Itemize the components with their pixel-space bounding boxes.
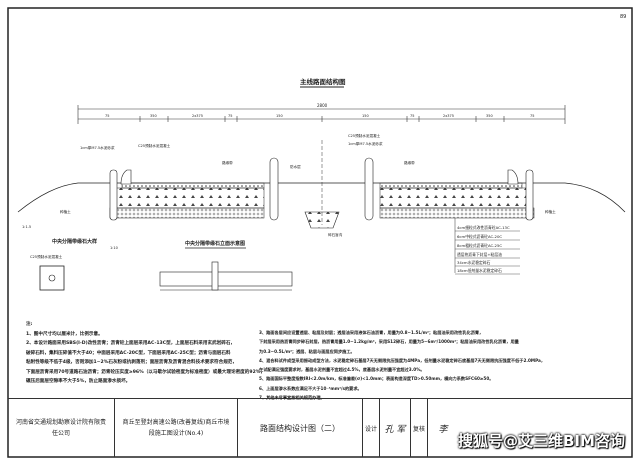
review-signature: 李 [438, 424, 448, 435]
curbs [109, 157, 534, 229]
note-item: 2、本设计路面采用SBS(I-D)改性沥青；沥青砼上面层采用AC-13C型，上面… [26, 341, 236, 346]
tb-review-sign: 李 [428, 399, 458, 457]
note-item: 1、图中尺寸均以厘米计，比例示意。 [26, 331, 103, 337]
note-item: 破碎石料，集料压碎值不大于40；中面层采用AC-20C型，下面层采用AC-25C… [26, 350, 231, 356]
tb-design-sign: 孔 军 [380, 399, 411, 457]
page-number: 89 [620, 14, 626, 20]
tb-design-label: 设计 [363, 399, 380, 457]
project-name: 商丘至登封高速公路(改善复线)商丘市境段施工图设计(No.4) [122, 419, 230, 437]
dim-seg: 2x375 [443, 114, 454, 118]
note-item: 在试配满足强度要求时，基层水泥剂量不宜超过4.5%，底基层水泥剂量不宜超过3.0… [259, 367, 425, 373]
dim-total: 2800 [317, 103, 328, 108]
curb-detail-label: C25预制水泥混凝土 [30, 254, 63, 259]
note-item: 粘附性等级不低于4级，否则添加1~2%石灰粉或抗剥落剂；面层沥青及沥青混合料技术… [26, 360, 237, 365]
dim-seg: 350 [486, 114, 493, 118]
label-left-concrete: C25预制水泥混凝土 [138, 143, 171, 148]
note-item: 6、上面层渗水系数应满足不大于10⁻⁴mm³/s的要求。 [259, 385, 362, 391]
ground-line [17, 182, 626, 213]
layer-legend: 4cm细粒式改性沥青砼AC-13C 6cm中粒式沥青砼AC-20C 8cm粗粒式… [454, 218, 520, 275]
watermark: 搜狐号@艾三维BIM咨询 [458, 432, 625, 450]
pavement-left [109, 182, 265, 219]
label-right-concrete: C25预制水泥混凝土 [348, 133, 381, 138]
note-item: 7、其他未尽事宜按相关规范办理。 [259, 395, 325, 401]
tb-project: 商丘至登封高速公路(改善复线)商丘市境段施工图设计(No.4) [115, 399, 238, 457]
note-item: 下面层沥青采用70号道路石油沥青；沥青砼压实度≥96%（以马歇尔试验密度为标准密… [26, 369, 265, 375]
review-label: 复核 [412, 425, 425, 433]
title-block [8, 398, 632, 399]
layer-label: 6cm中粒式沥青砼AC-20C [457, 234, 502, 239]
label-left-mortar: 1cm厚M7.5水泥砂浆 [80, 145, 115, 150]
drawing-frame [7, 7, 633, 458]
layer-label: 18cm低剂量水泥稳定碎石 [457, 268, 502, 273]
dim-seg: 75 [410, 114, 414, 118]
company-name: 河南省交通规划勘察设计院有限责任公司 [16, 419, 107, 437]
main-title: 主线路面结构图 [300, 77, 346, 86]
tb-company: 河南省交通规划勘察设计院有限责任公司 [8, 399, 115, 457]
note-item: 为0.3~0.5L/m²；透层、粘层与面层应同步施工。 [259, 348, 355, 354]
curb-detail-shape [39, 265, 65, 291]
elevation-title: 中央分隔带缘石立面示意图 [185, 240, 245, 247]
dim-seg: 350 [150, 114, 157, 118]
notes-left: 注: 1、图中尺寸均以厘米计，比例示意。 2、本设计路面采用SBS(I-D)改性… [26, 320, 265, 387]
label-edge-right: 路缘带 [404, 160, 415, 165]
note-item: 5、路面国际平整度指数IRI<2.0m/km，标准偏差(σ)<1.0mm；表面构… [259, 376, 494, 382]
label-soil-left: 种植土 [60, 209, 71, 214]
tb-review-label: 复核 [411, 399, 428, 457]
dimension-lines [77, 105, 566, 124]
layer-label: 34cm水泥稳定碎石 [457, 260, 491, 265]
note-item: 4、混合料试件成型采用振动成型方法，水泥稳定碎石基层7天无侧限抗压强度为4MPa… [259, 357, 546, 363]
design-label: 设计 [364, 425, 377, 433]
label-drain: 碎石盲沟 [328, 232, 343, 237]
notes-right: 3、路面各层间应设置透层、粘层及封层；透层油采用液体石油沥青，用量为0.8~1.… [259, 328, 545, 402]
dim-seg: 150 [276, 114, 283, 118]
dim-seg: 150 [362, 114, 369, 118]
note-item: 碾压后面层空隙率不大于5%，防止路面渗水损坏。 [26, 379, 131, 384]
notes-heading: 注: [26, 322, 33, 327]
design-signature: 孔 军 [384, 424, 406, 435]
elevation-drawing [159, 261, 293, 291]
pavement-right [379, 182, 535, 219]
label-soil-right: 种植土 [545, 209, 556, 214]
label-median: 防水层 [290, 164, 301, 169]
label-edge-left: 路缘带 [222, 160, 233, 165]
dim-seg: 2x375 [192, 114, 203, 118]
layer-label: 8cm粗粒式沥青砼AC-25C [457, 243, 502, 248]
layer-label: 4cm细粒式改性沥青砼AC-13C [457, 225, 510, 230]
note-item: 3、路面各层间应设置透层、粘层及封层；透层油采用液体石油沥青，用量为0.8~1.… [259, 330, 484, 335]
note-item: 下封层采用热沥青同步碎石封层，热沥青用量1.0~1.2kg/m²，采用S12碎石… [259, 339, 519, 345]
dim-seg: 75 [530, 114, 534, 118]
layer-label: 透层热沥青下封层+粘层油 [457, 252, 502, 257]
label-slope: 1:1.5 [22, 225, 31, 229]
drawing-title: 路面结构设计图（二） [260, 423, 340, 433]
curb-detail-scale: 1:10 [110, 246, 118, 250]
dim-seg: 75 [105, 114, 109, 118]
label-right-mortar: 1cm厚M7.5水泥砂浆 [348, 141, 383, 146]
tb-drawing-title: 路面结构设计图（二） [238, 399, 363, 457]
curb-detail-title: 中央分隔带缘石大样 [52, 238, 97, 245]
dim-seg: 75 [228, 114, 232, 118]
